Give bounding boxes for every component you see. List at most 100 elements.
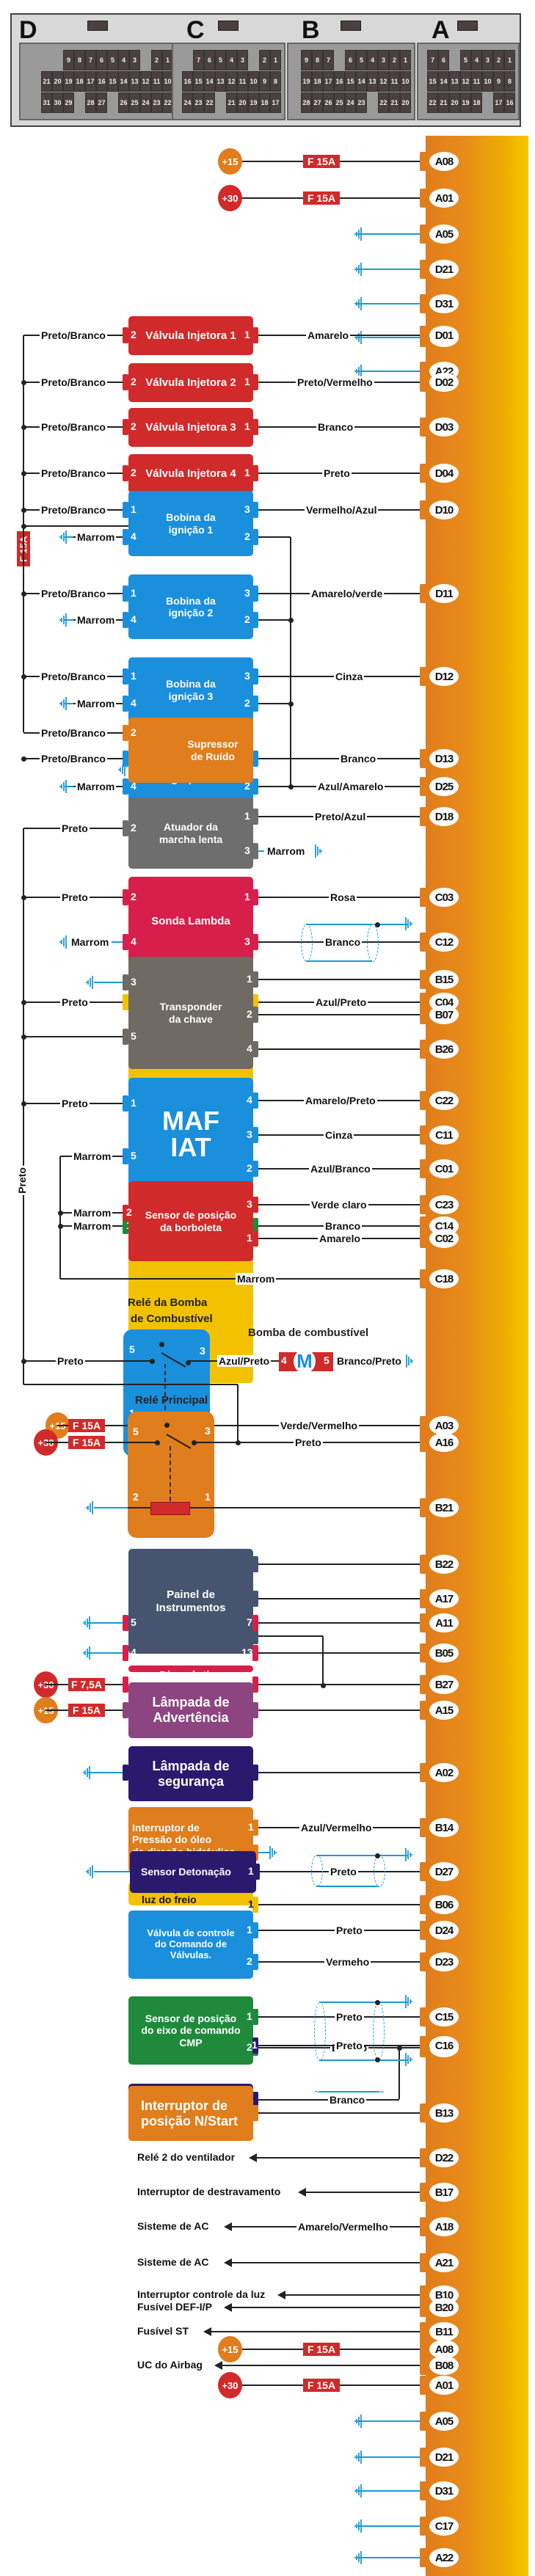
connector-key <box>87 21 108 31</box>
pin-number: 3 <box>247 1198 252 1210</box>
ecu-pin-tab <box>420 1818 430 1837</box>
wire-color-label: Amarelo/verde <box>310 588 385 599</box>
wire-color-label: Preto/Azul <box>313 811 368 822</box>
connector-pin: 19 <box>460 92 471 113</box>
ecu-pin-label: A15 <box>429 1701 459 1720</box>
ecu-pin-tab <box>420 888 430 907</box>
connector-pin: 13 <box>215 71 226 92</box>
suppressor-name-line: Supressor <box>187 738 239 751</box>
connector-pin: 12 <box>460 71 471 92</box>
ecu-pin-tab <box>420 326 430 345</box>
ecu-pin-tab <box>420 2412 430 2431</box>
shield-line <box>316 1855 379 1856</box>
connector-tab <box>123 1615 128 1631</box>
main-relay <box>128 1412 214 1538</box>
arrow-left-icon <box>224 2258 232 2267</box>
wire <box>231 2262 421 2263</box>
pin-number: 3 <box>244 670 250 682</box>
wire-color-label: Amarelo/Vermelho <box>296 2221 390 2233</box>
ecu-pin-tab <box>420 970 430 989</box>
ecu-pin-tab <box>420 2036 430 2055</box>
ecu-pin-tab <box>420 933 430 952</box>
wire <box>23 335 34 336</box>
connector-pin: 12 <box>378 71 389 92</box>
ecu-pin-label: A18 <box>429 2217 459 2236</box>
connector-pin: 21 <box>41 71 52 92</box>
cmp-name-line: CMP <box>179 2036 203 2048</box>
rail-wire-label: Preto <box>16 1166 28 1195</box>
connector-pin: 18 <box>74 71 85 92</box>
wire-color-label: Preto <box>56 1355 85 1367</box>
connector-tab <box>123 668 128 685</box>
ecu-pin-tab <box>420 1589 430 1608</box>
transponder-name-line: da chave <box>169 1012 213 1025</box>
cluster-name-line: Instrumentos <box>156 1601 226 1614</box>
junction-dot <box>375 1853 380 1858</box>
connector-pin: 20 <box>449 92 460 113</box>
shield-ellipse <box>314 2002 326 2061</box>
ecu-pin-tab <box>420 1921 430 1940</box>
ground-wire <box>258 1852 270 1853</box>
pin-number: 1 <box>247 973 252 985</box>
pin-number: 3 <box>244 935 250 947</box>
connector-tab <box>252 1615 258 1631</box>
pin-number: 3 <box>244 503 250 515</box>
connector-tab <box>252 1897 258 1913</box>
wire <box>322 1636 324 1685</box>
wire <box>128 1442 157 1443</box>
ecu-pin-tab <box>420 2548 430 2567</box>
connector-letter: D <box>19 16 37 44</box>
ecu-pin-label: C01 <box>429 1159 459 1178</box>
pin-number: 3 <box>244 587 250 599</box>
ground-icon <box>405 1848 412 1861</box>
ecu-pin-tab <box>420 1229 430 1248</box>
ecu-pin-tab <box>420 225 430 244</box>
connector-pin: 25 <box>129 92 140 113</box>
wire-color-label: Rosa <box>329 891 357 903</box>
coil-name-line: Bobina da <box>166 511 216 524</box>
wire-color-label: Preto <box>60 996 90 1008</box>
shield-drain <box>374 1855 407 1856</box>
shield-drain <box>374 2002 407 2003</box>
ground-wire <box>357 269 421 270</box>
ground-wire <box>94 982 123 983</box>
wire-color-label: Amarelo <box>318 1233 363 1244</box>
ecu-pin-label: A05 <box>429 2412 459 2431</box>
injector-name: Válvula Injetora 4 <box>145 467 236 480</box>
connector-pin: 7 <box>427 50 438 70</box>
coil-name-line: ignição 1 <box>168 523 214 536</box>
pin-number: 3 <box>200 1345 205 1357</box>
connector-pin: 18 <box>312 71 323 92</box>
wire <box>188 1360 213 1362</box>
connector-tab <box>123 889 128 905</box>
ecu-pin-label: A08 <box>429 152 459 171</box>
ecu-pin-label: B27 <box>429 1675 459 1694</box>
pin-number: 1 <box>131 1097 137 1109</box>
ecu-pin-label: D21 <box>429 260 459 279</box>
connector-pin: 10 <box>248 71 259 92</box>
output-signal-label: UC do Airbag <box>137 2359 203 2371</box>
ecu-pin-label: B13 <box>429 2104 459 2123</box>
warning-lamp-name-line: Advertência <box>153 1710 229 1725</box>
pin-number: 4 <box>281 1354 287 1366</box>
ground-wire <box>357 371 421 372</box>
connector-tab <box>123 1218 128 1234</box>
wire-color-label: Marrom <box>76 531 117 543</box>
pin-number: 2 <box>131 822 137 833</box>
connector-tab <box>123 1148 128 1164</box>
ecu-pin-tab <box>420 2517 430 2536</box>
connector-tab <box>252 1676 258 1693</box>
pin-number: 5 <box>129 1343 135 1355</box>
junction-dot <box>375 2000 380 2005</box>
ecu-pin-tab <box>420 2298 430 2317</box>
connector-pin: 1 <box>270 50 281 70</box>
wire <box>258 1772 421 1773</box>
ecu-pin-label: D23 <box>429 1952 459 1971</box>
pin-number: 3 <box>205 1425 211 1437</box>
pin-number: 2 <box>131 420 137 432</box>
wire <box>258 1598 421 1599</box>
fuse-label: F 7,5A <box>68 1678 105 1691</box>
